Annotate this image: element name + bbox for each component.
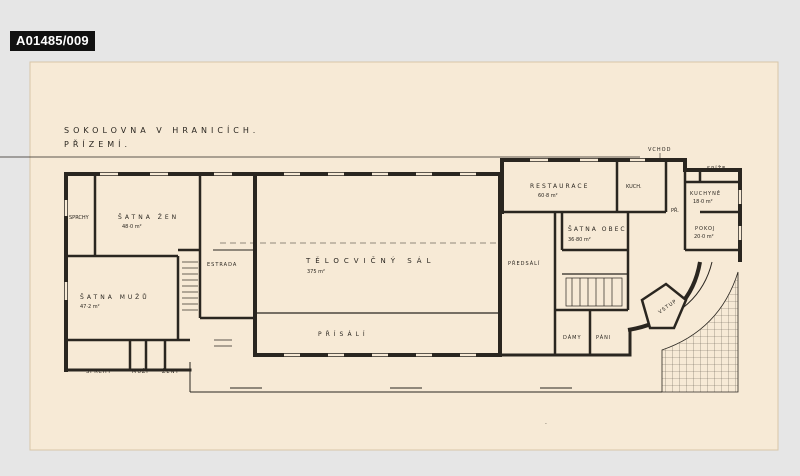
stray-mark: · — [545, 421, 547, 428]
label-muzi: MUŽI — [132, 367, 149, 375]
label-telocvicny-sal: TĚLOCVIČNÝ SÁL — [305, 256, 436, 265]
label-vchod: VCHOD — [648, 147, 671, 153]
label-spiz: SPÍŽE — [707, 164, 726, 172]
label-satna-obec: ŠATNA OBEC. — [568, 226, 630, 233]
label-satna-obec-area: 36·80 m² — [568, 237, 591, 243]
label-restaurace-area: 60·8 m² — [538, 193, 558, 199]
entrance-curve — [627, 261, 713, 332]
label-pr: PŘ. — [671, 206, 679, 214]
label-kuch: KUCH. — [626, 184, 642, 190]
label-pokoj-area: 20·0 m² — [694, 234, 714, 240]
label-sprchy-left: SPRCHY — [69, 215, 90, 221]
label-satna-muzu-area: 47·2 m² — [80, 304, 100, 310]
staircase-west — [182, 261, 232, 347]
terrace-tiles — [661, 271, 739, 393]
label-damy: DÁMY — [563, 334, 582, 341]
archive-id-label: A01485/009 — [10, 31, 95, 51]
label-satna-zen-area: 48·0 m² — [122, 224, 142, 230]
label-pokoj: POKOJ — [695, 226, 715, 232]
label-satna-zen: ŠATNA ŽEN — [118, 213, 179, 221]
label-telocvicny-sal-area: 375 m² — [307, 269, 325, 275]
plan-subtitle: PŘÍZEMÍ. — [64, 138, 131, 149]
label-restaurace: RESTAURACE — [530, 183, 589, 190]
label-kuchyne-area: 18·0 m² — [693, 199, 713, 205]
plan-title: SOKOLOVNA V HRANICÍCH. — [64, 124, 259, 135]
label-sprchy-bottom: SPRCHY — [86, 369, 112, 375]
window-marks — [64, 158, 742, 357]
staircase-east — [565, 277, 623, 307]
interior-walls — [66, 160, 740, 370]
front-terrace — [189, 362, 662, 393]
label-predsali: PŘEDSÁLÍ — [508, 259, 540, 267]
label-estrada: ESTRADA — [207, 262, 237, 268]
label-pani: PÁNI — [596, 334, 611, 341]
label-prisali: PŘÍSÁLÍ — [318, 330, 369, 338]
label-zeny: ŽENY — [162, 367, 179, 375]
label-kuchyne: KUCHYNĚ — [690, 189, 721, 197]
label-satna-muzu: ŠATNA MUŽŮ — [80, 293, 150, 301]
